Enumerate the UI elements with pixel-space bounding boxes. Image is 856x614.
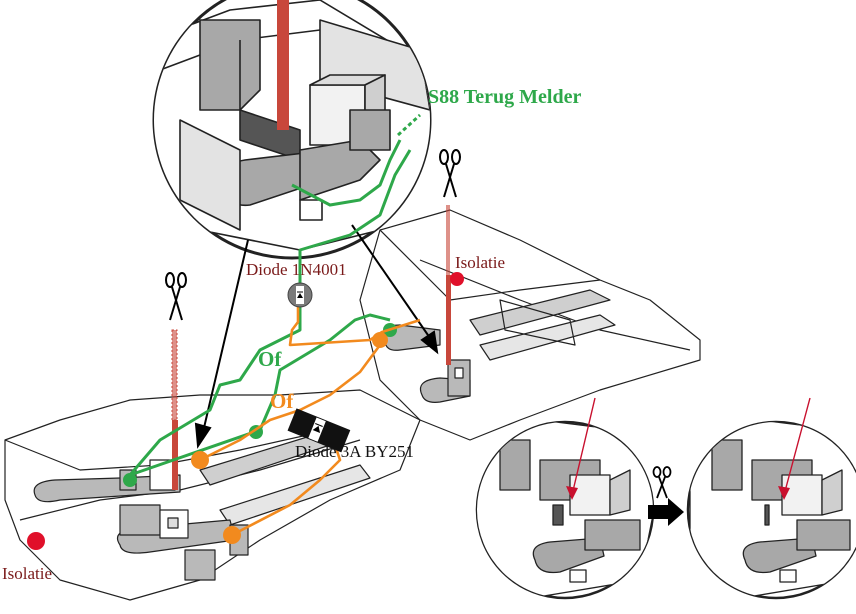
- leader-arrows: [194, 224, 439, 449]
- scissors-icon: [165, 272, 187, 321]
- of-orange-label: Of: [270, 389, 294, 413]
- isolation-dot-left: [27, 532, 45, 550]
- diode-1n4001-icon: [287, 282, 313, 308]
- magnifier-top: [152, 0, 432, 260]
- cut-line-zoom: [277, 0, 289, 130]
- magnifier-before: [475, 397, 655, 600]
- orange-junction-dot: [372, 332, 388, 348]
- right-arrow-icon: [648, 498, 684, 526]
- diode-by251-label: Diode 3A BY251: [295, 442, 414, 461]
- of-green-label: Of: [258, 347, 282, 371]
- isolation-dot-right: [450, 272, 464, 286]
- diode-by251-icon: [287, 408, 351, 453]
- green-junction-dot: [123, 473, 137, 487]
- green-wire-lead: [396, 113, 422, 137]
- scissors-icon: [439, 149, 461, 198]
- orange-junction-dot: [191, 451, 209, 469]
- s88-label: S88 Terug Melder: [428, 86, 581, 108]
- cut-lines: [171, 205, 451, 490]
- scissors-icon: [652, 466, 672, 499]
- orange-junction-dot: [223, 526, 241, 544]
- magnifier-after: [686, 397, 856, 600]
- track-assembly: [4, 209, 701, 601]
- isolatie-label-left: Isolatie: [2, 564, 52, 583]
- isolatie-label-right: Isolatie: [455, 253, 505, 272]
- diode-1n4001-label: Diode 1N4001: [246, 260, 347, 279]
